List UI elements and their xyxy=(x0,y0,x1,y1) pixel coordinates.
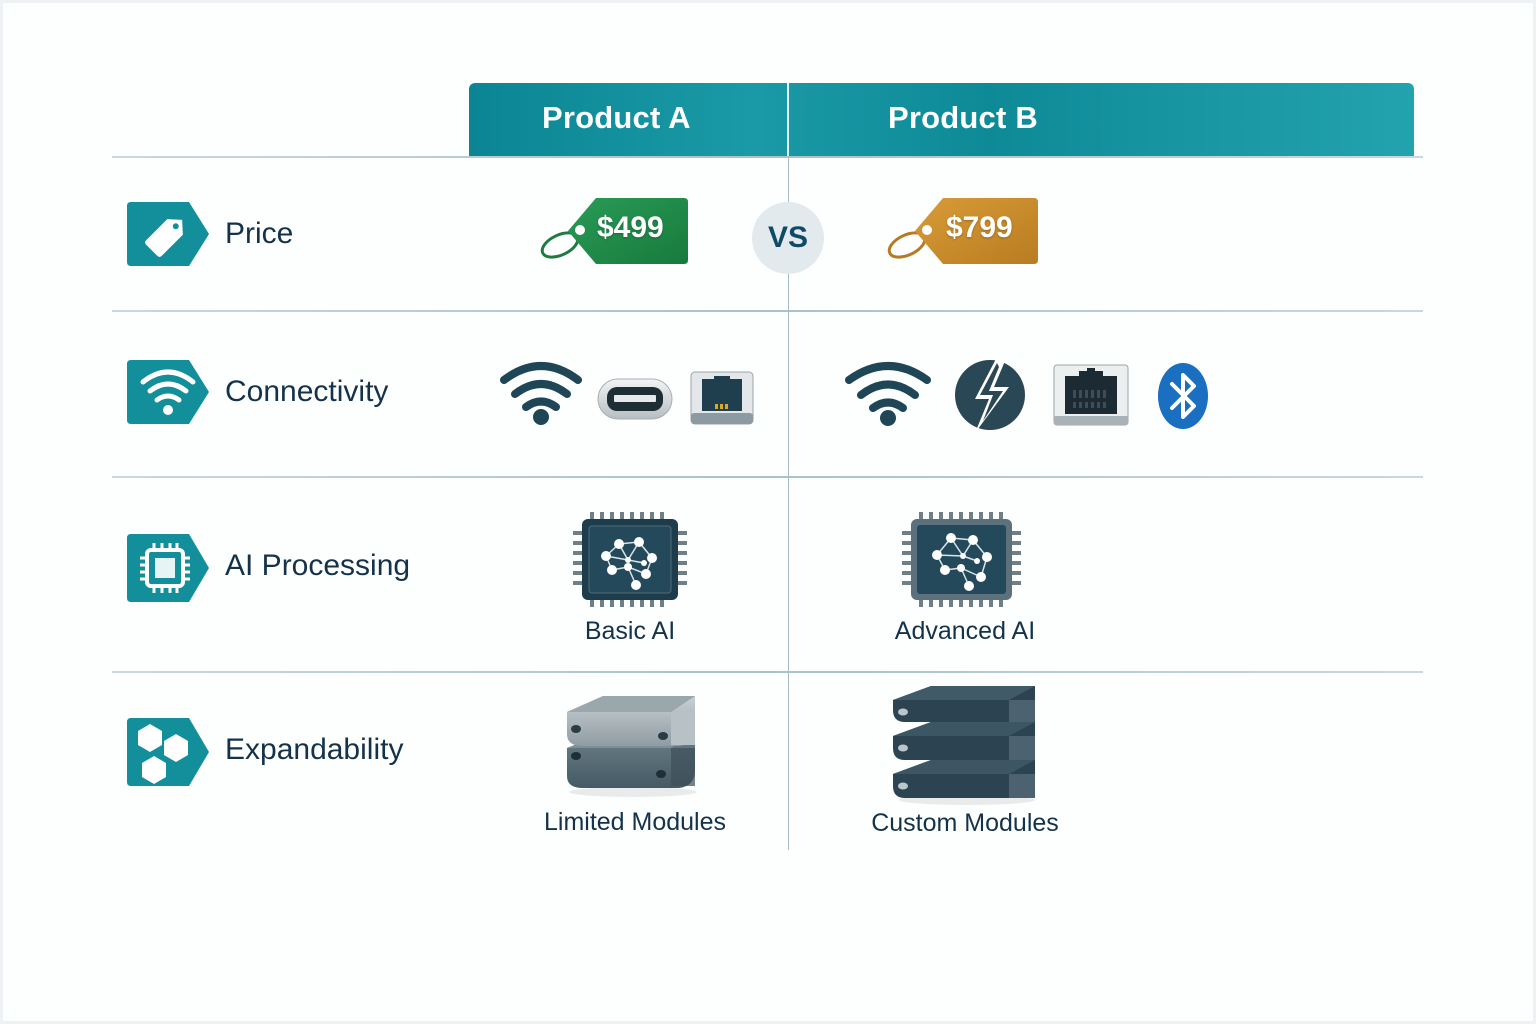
row-label-connectivity: Connectivity xyxy=(127,360,388,424)
header-product-b: Product B xyxy=(888,100,1038,135)
column-divider xyxy=(788,157,789,850)
bluetooth-icon xyxy=(1157,362,1209,435)
wifi-icon xyxy=(498,358,584,431)
gold-price-tag-icon: $799 xyxy=(885,197,1040,272)
ai-chip-icon xyxy=(572,511,690,614)
price-a-value: $499 xyxy=(597,211,664,244)
price-tag-icon xyxy=(127,202,211,266)
row-label-ai-processing: AI Processing xyxy=(127,534,411,602)
ethernet-port-icon xyxy=(1053,364,1129,431)
two-module-stack-icon xyxy=(563,690,699,803)
header-baseline xyxy=(112,156,1423,158)
ai-b-caption: Advanced AI xyxy=(894,617,1036,645)
product-header-bar xyxy=(469,83,1414,157)
hexagon-modules-icon xyxy=(127,718,211,786)
expand-a-caption: Limited Modules xyxy=(543,808,727,836)
thunderbolt-icon xyxy=(953,355,1027,440)
expand-b-caption: Custom Modules xyxy=(871,809,1059,837)
price-b-value: $799 xyxy=(946,211,1013,244)
vs-badge: VS xyxy=(752,202,824,274)
wifi-icon xyxy=(127,360,211,424)
three-module-stack-icon xyxy=(891,686,1039,811)
ethernet-port-icon xyxy=(690,371,754,430)
chip-icon xyxy=(127,534,211,602)
ai-a-caption: Basic AI xyxy=(584,617,676,645)
row-divider xyxy=(112,310,1423,312)
header-divider xyxy=(787,83,789,157)
green-price-tag-icon: $499 xyxy=(538,197,690,272)
row-label-text: Connectivity xyxy=(225,375,389,408)
row-label-text: AI Processing xyxy=(225,549,411,582)
header-product-a: Product A xyxy=(542,100,691,135)
row-divider xyxy=(112,476,1423,478)
row-divider xyxy=(112,671,1423,673)
row-label-price: Price xyxy=(127,202,293,266)
row-label-expandability: Expandability xyxy=(127,718,404,786)
row-label-text: Price xyxy=(225,217,294,250)
wifi-icon xyxy=(843,358,933,433)
row-label-text: Expandability xyxy=(225,733,404,766)
ai-chip-icon xyxy=(901,511,1023,614)
usb-c-port-icon xyxy=(597,378,673,425)
